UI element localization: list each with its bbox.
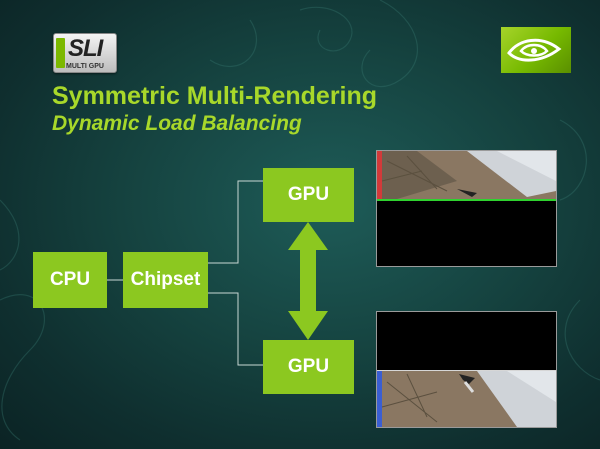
chipset-node: Chipset — [123, 252, 208, 308]
top-bar — [377, 151, 382, 199]
sli-logo-text: SLI — [68, 35, 103, 62]
gpu-bottom-node: GPU — [263, 340, 354, 394]
nvidia-eye-icon — [501, 27, 571, 73]
bottom-split-line — [377, 370, 556, 371]
render-top-image — [377, 151, 556, 266]
nvidia-badge-icon — [56, 38, 65, 68]
slide-title: Symmetric Multi-Rendering — [52, 82, 378, 110]
sli-logo-subtext: MULTI GPU — [66, 63, 104, 70]
edge-chipset-gpu-bottom — [208, 292, 263, 366]
gpu-top-node: GPU — [263, 168, 354, 222]
edge-chipset-gpu-top — [208, 180, 263, 264]
render-bottom-image — [377, 312, 556, 427]
cpu-node: CPU — [33, 252, 107, 308]
render-screen-bottom — [376, 311, 557, 428]
bottom-bar — [377, 371, 382, 427]
bidirectional-arrow — [288, 222, 328, 340]
top-split-line — [377, 199, 556, 201]
render-screen-top — [376, 150, 557, 267]
slide-subtitle: Dynamic Load Balancing — [52, 112, 302, 135]
sli-logo: SLI MULTI GPU — [53, 33, 117, 73]
